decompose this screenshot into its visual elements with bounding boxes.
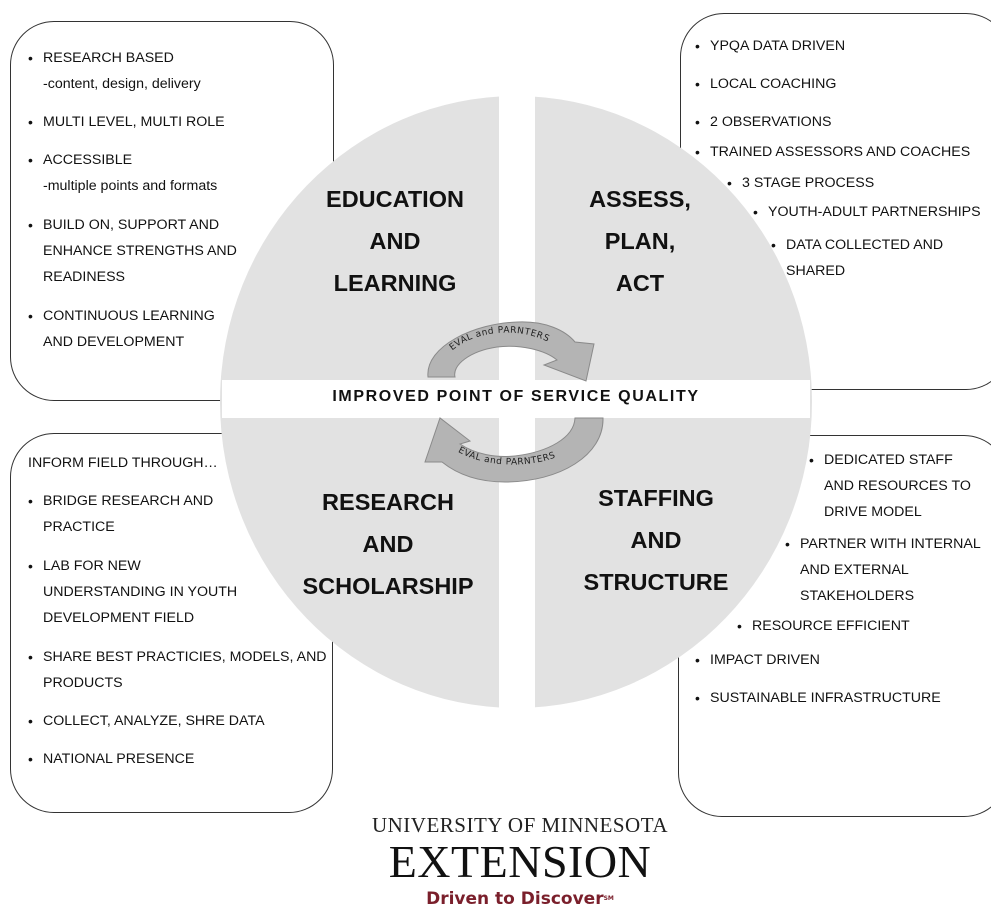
quadrant-label-line: AND: [630, 527, 682, 553]
quadrant-label-line: RESEARCH: [322, 489, 454, 515]
quadrant-staffing-label: STAFFING AND STRUCTURE: [568, 477, 744, 603]
list-item-text: MULTI LEVEL, MULTI ROLE: [43, 114, 225, 130]
list-item-text: ACCESSIBLE: [43, 152, 133, 168]
list-item-text: DEDICATED STAFF: [824, 452, 953, 468]
list-item: IMPACT DRIVEN: [695, 647, 820, 673]
upper-cycle-arrow: [427, 321, 595, 382]
list-item-text: ENHANCE STRENGTHS AND: [43, 243, 237, 259]
list-item-text: READINESS: [43, 269, 125, 285]
list-item: 3 STAGE PROCESS: [727, 170, 875, 196]
list-item-text: TRAINED ASSESSORS AND COACHES: [710, 144, 971, 160]
list-item-text: DATA COLLECTED AND: [786, 237, 944, 253]
list-item-text: 3 STAGE PROCESS: [742, 175, 875, 191]
list-item-text: RESEARCH BASED: [43, 50, 174, 66]
university-logo: UNIVERSITY OF MINNESOTA EXTENSION Driven…: [360, 812, 680, 912]
quadrant-label-line: AND: [362, 531, 414, 557]
list-item: DEDICATED STAFF AND RESOURCES TO DRIVE M…: [809, 447, 971, 525]
logo-tagline: Driven to DiscoverSM: [360, 886, 680, 912]
list-item-text: -multiple points and formats: [43, 178, 218, 194]
list-item: DATA COLLECTED AND SHARED: [771, 232, 944, 284]
list-item-text: SUSTAINABLE INFRASTRUCTURE: [710, 690, 941, 706]
list-item: PARTNER WITH INTERNAL AND EXTERNAL STAKE…: [785, 531, 981, 609]
quadrant-education-label: EDUCATION AND LEARNING: [305, 178, 485, 304]
list-item-text: IMPACT DRIVEN: [710, 652, 820, 668]
list-item-text: NATIONAL PRESENCE: [43, 751, 195, 767]
list-item-text: AND EXTERNAL: [800, 562, 909, 578]
list-item-text: BUILD ON, SUPPORT AND: [43, 217, 220, 233]
list-item: BUILD ON, SUPPORT AND ENHANCE STRENGTHS …: [28, 212, 237, 290]
logo-service-mark: SM: [603, 895, 614, 902]
list-item: LAB FOR NEW UNDERSTANDING IN YOUTH DEVEL…: [28, 553, 238, 631]
list-item-text: PRODUCTS: [43, 675, 123, 691]
list-item: COLLECT, ANALYZE, SHRE DATA: [28, 708, 265, 734]
list-item-text: COLLECT, ANALYZE, SHRE DATA: [43, 713, 265, 729]
list-item-text: DEVELOPMENT FIELD: [43, 610, 195, 626]
list-item: MULTI LEVEL, MULTI ROLE: [28, 109, 225, 135]
quadrant-label-line: LEARNING: [333, 270, 457, 296]
quadrant-assess-label: ASSESS, PLAN, ACT: [560, 178, 720, 304]
list-item: NATIONAL PRESENCE: [28, 746, 195, 772]
list-item-text: YPQA DATA DRIVEN: [710, 38, 846, 54]
logo-university-name: UNIVERSITY OF MINNESOTA: [371, 813, 669, 837]
quadrant-label-line: AND: [369, 228, 421, 254]
list-item-text: SHARED: [786, 263, 846, 279]
list-item: 2 OBSERVATIONS: [695, 109, 832, 135]
list-item-text: AND DEVELOPMENT: [43, 334, 185, 350]
list-item-text: PRACTICE: [43, 519, 115, 535]
list-item: CONTINUOUS LEARNING AND DEVELOPMENT: [28, 303, 215, 355]
quadrant-label-line: SCHOLARSHIP: [302, 573, 474, 599]
quadrant-label-line: STRUCTURE: [583, 569, 729, 595]
quadrant-label-line: EDUCATION: [326, 186, 464, 212]
list-item-text: LOCAL COACHING: [710, 76, 837, 92]
list-item-text: RESOURCE EFFICIENT: [752, 618, 910, 634]
list-item-text: -content, design, delivery: [43, 76, 201, 92]
list-item: SUSTAINABLE INFRASTRUCTURE: [695, 685, 941, 711]
list-item: BRIDGE RESEARCH AND PRACTICE: [28, 488, 214, 540]
logo-tagline-text: Driven to Discover: [426, 889, 604, 909]
list-item-text: 2 OBSERVATIONS: [710, 114, 832, 130]
list-item-text: AND RESOURCES TO: [824, 478, 971, 494]
list-item-text: STAKEHOLDERS: [800, 588, 915, 604]
quadrant-label-line: ASSESS,: [589, 186, 691, 212]
list-item: LOCAL COACHING: [695, 71, 837, 97]
list-heading-text: INFORM FIELD THROUGH…: [28, 455, 218, 471]
list-item-text: DRIVE MODEL: [824, 504, 922, 520]
center-title: IMPROVED POINT OF SERVICE QUALITY: [332, 388, 700, 405]
horizontal-divider-band: [222, 380, 810, 418]
list-item-text: YOUTH-ADULT PARTNERSHIPS: [768, 204, 981, 220]
logo-extension-wordmark: EXTENSION: [388, 836, 652, 887]
quadrant-label-line: PLAN,: [604, 228, 676, 254]
list-item-text: PARTNER WITH INTERNAL: [800, 536, 981, 552]
quadrant-label-line: STAFFING: [598, 485, 714, 511]
list-item-text: UNDERSTANDING IN YOUTH: [43, 584, 238, 600]
list-item: ACCESSIBLE -multiple points and formats: [28, 147, 218, 199]
quadrant-research-label: RESEARCH AND SCHOLARSHIP: [290, 481, 486, 607]
list-item: YPQA DATA DRIVEN: [695, 33, 846, 59]
quadrant-label-line: ACT: [615, 270, 665, 296]
list-item-text: CONTINUOUS LEARNING: [43, 308, 215, 324]
list-item: SHARE BEST PRACTICIES, MODELS, AND PRODU…: [28, 644, 327, 696]
list-item: YOUTH-ADULT PARTNERSHIPS: [753, 199, 981, 225]
list-item: TRAINED ASSESSORS AND COACHES: [695, 139, 971, 165]
list-item-text: BRIDGE RESEARCH AND: [43, 493, 214, 509]
lower-cycle-arrow: [424, 417, 604, 483]
list-item: RESOURCE EFFICIENT: [737, 613, 910, 639]
list-heading: INFORM FIELD THROUGH…: [28, 450, 218, 476]
list-item: RESEARCH BASED -content, design, deliver…: [28, 45, 201, 97]
list-item-text: SHARE BEST PRACTICIES, MODELS, AND: [43, 649, 327, 665]
list-item-text: LAB FOR NEW: [43, 558, 141, 574]
